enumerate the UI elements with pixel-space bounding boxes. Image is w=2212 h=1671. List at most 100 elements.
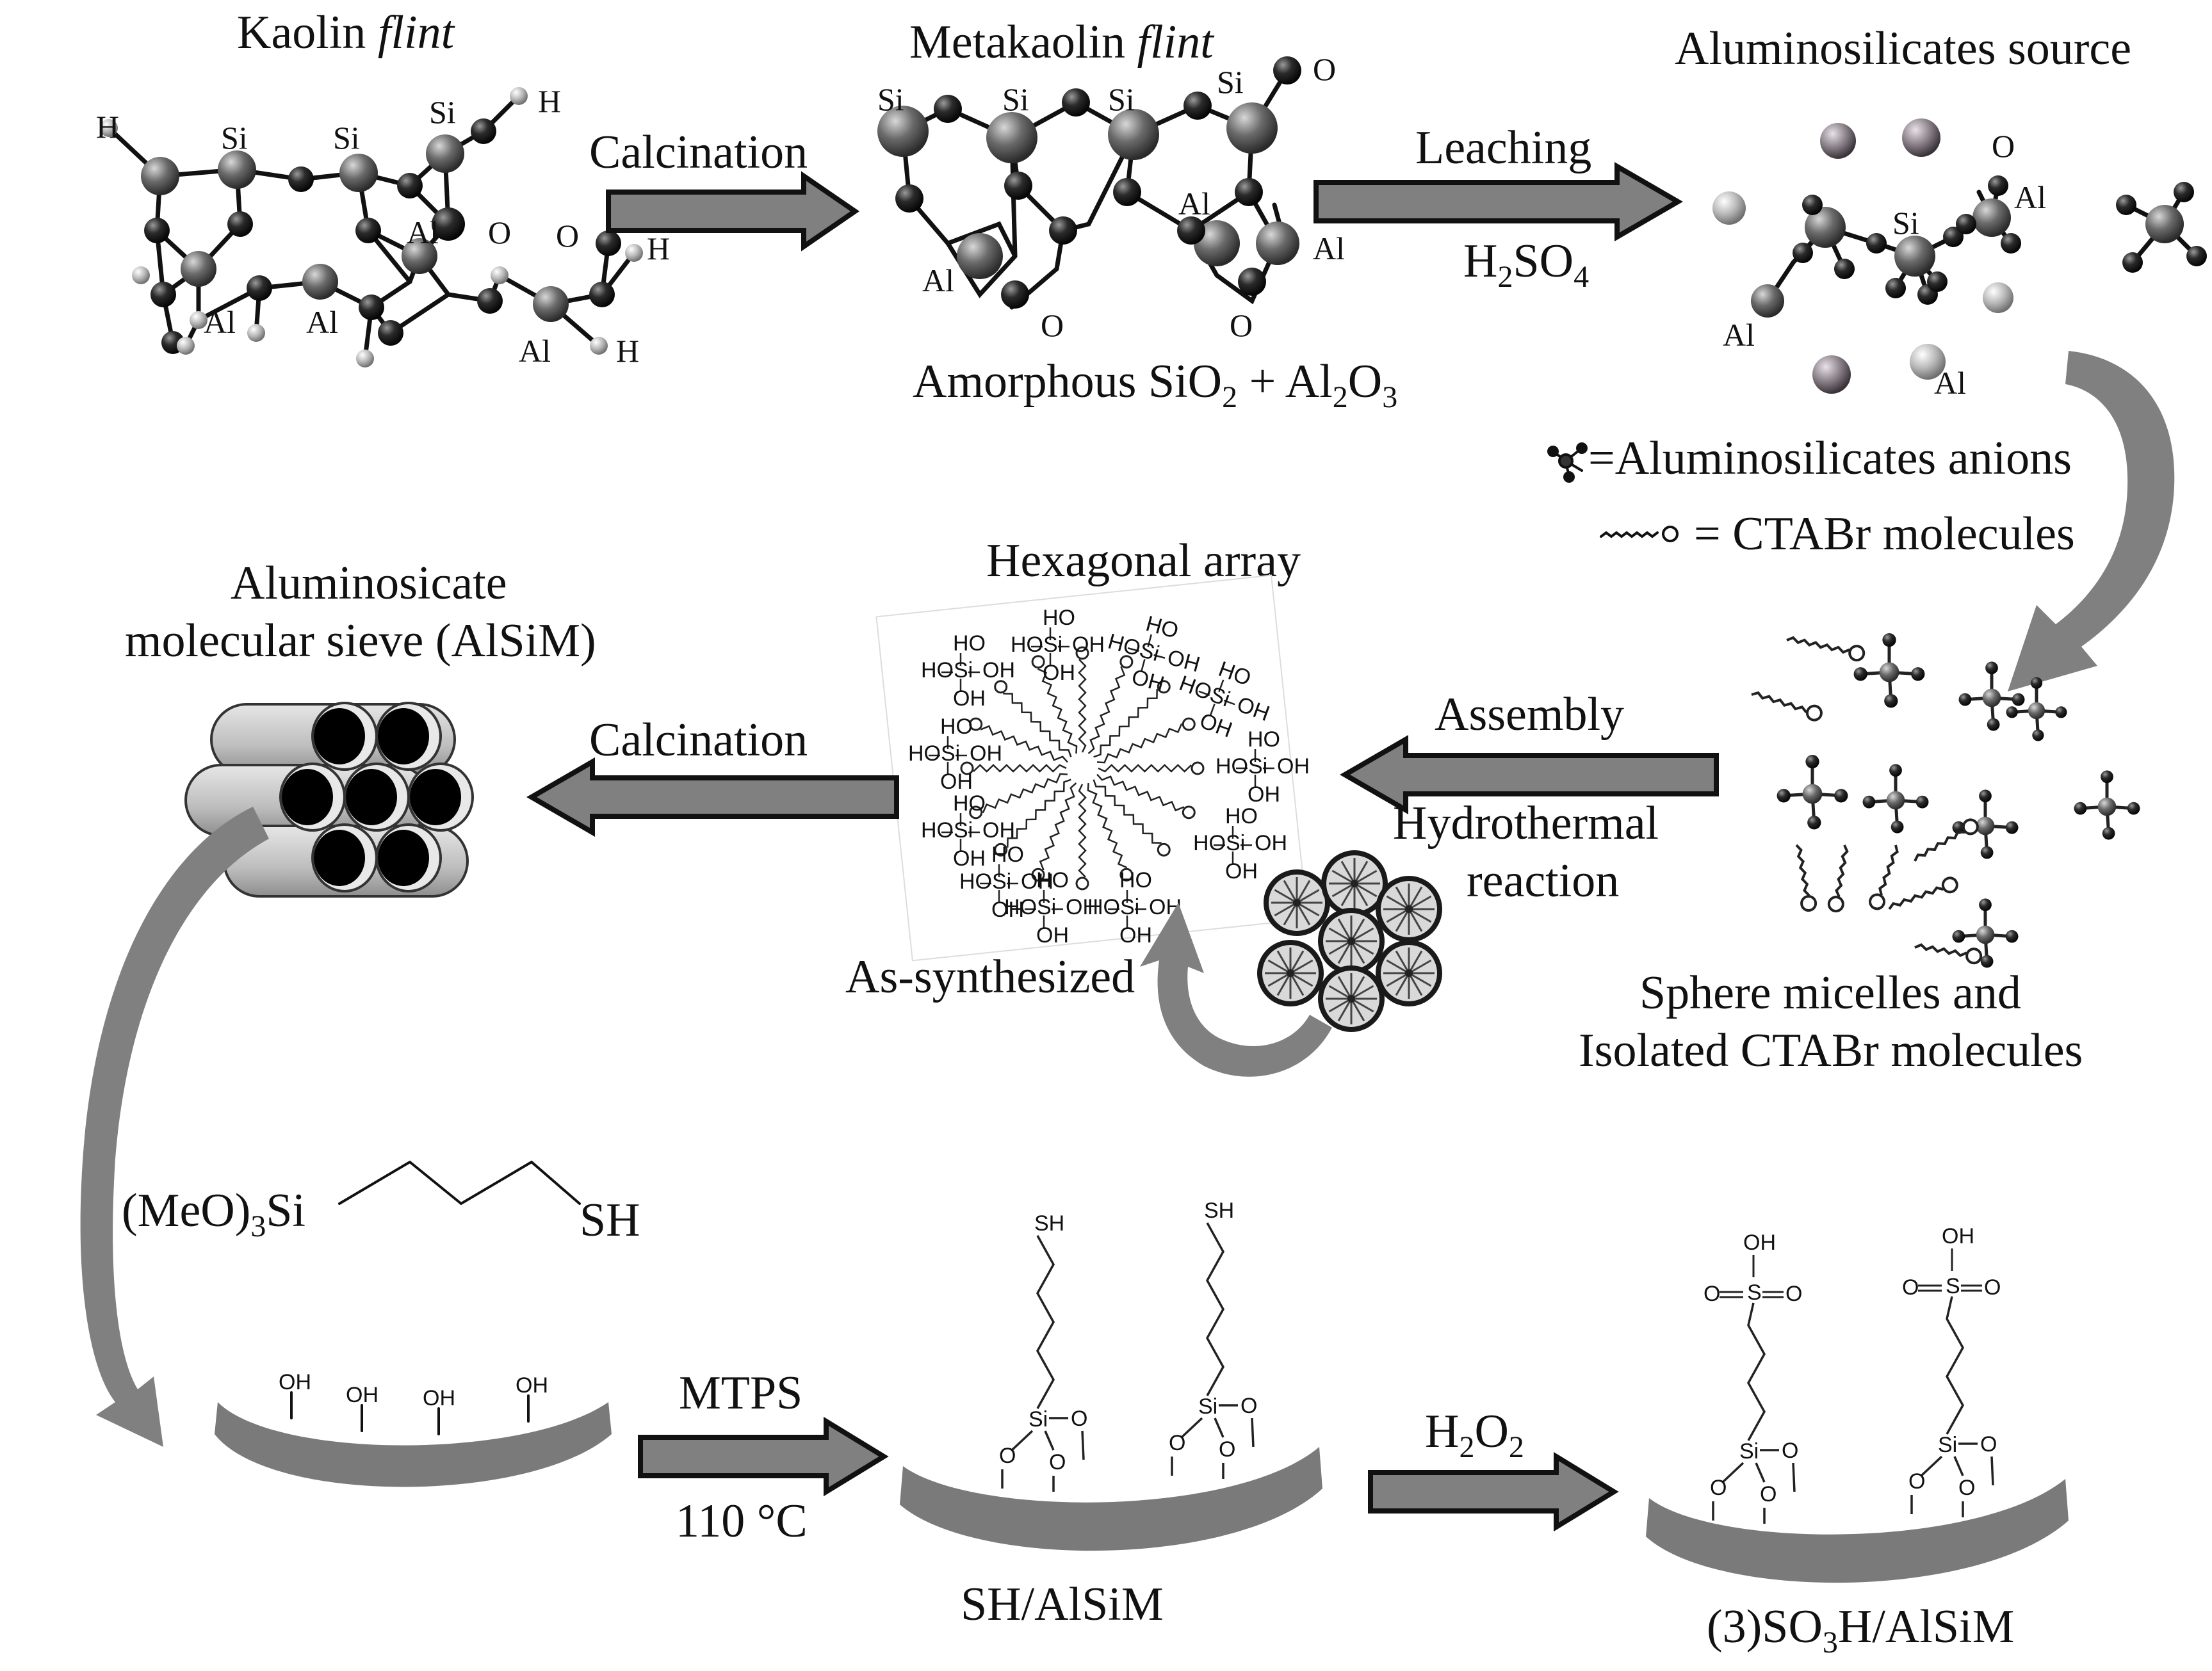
aluminosilicate-anion [2006,677,2067,741]
svg-text:O: O [1240,1394,1257,1418]
sieve-pore [343,763,410,832]
aluminosilicate-anion [1952,898,2019,968]
atom-label: Al [306,304,338,340]
arrow-calcination-mid [526,757,899,837]
ctabr-molecule [1914,818,1979,862]
oh-label: OH [423,1386,455,1410]
svg-text:O: O [1958,1476,1975,1500]
atom-label: O [1041,307,1064,343]
svg-text:OH: OH [1942,1224,1974,1248]
svg-text:OH: OH [1255,831,1287,855]
svg-text:Si: Si [941,741,960,766]
svg-text:HO: HO [1216,754,1248,779]
ctabr-molecule [1888,876,1958,910]
svg-text:OH: OH [1072,633,1105,657]
packed-micelles [1257,850,1442,1032]
svg-text:HO: HO [1087,895,1120,919]
atom-label: Al [407,214,439,250]
ctabr-molecule [1786,636,1866,662]
oh-label: OH [279,1370,311,1394]
atom-label: Al [2014,179,2046,215]
svg-text:HO: HO [1119,868,1152,892]
label-leaching: Leaching [1415,122,1591,174]
svg-text:Si: Si [992,869,1011,894]
curved-arrow-right [2008,351,2175,691]
mtps-structure: (MeO)3Si SH [122,1160,640,1247]
label-as-synthesized: As-synthesized [845,951,1135,1003]
arrow-leaching [1313,162,1683,241]
label-h2so4: H2SO4 [1463,235,1589,294]
svg-text:HO: HO [1043,606,1075,630]
packed-micelle [1264,869,1330,936]
atom-label: Si [1108,81,1135,117]
oh-label: OH [516,1373,548,1398]
svg-text:Si: Si [954,818,973,843]
label-hydrothermal-2: reaction [1467,855,1619,907]
atom-label: Al [1934,365,1966,401]
label-assembly: Assembly [1435,688,1624,741]
packed-micelle [1318,908,1385,974]
atom-label: Si [221,120,248,156]
svg-text:HO: HO [1036,868,1069,892]
svg-text:HO: HO [1011,633,1043,657]
ctabr-molecule [1827,844,1849,913]
svg-text:OH: OH [1277,754,1310,779]
svg-text:HO: HO [921,658,954,682]
ctabr-molecule [1914,943,1983,965]
packed-micelle [1376,876,1442,942]
atom-label: H [538,83,561,119]
svg-text:Si: Si [954,658,973,682]
label-so3h-alsim: (3)SO3H/AlSiM [1707,1601,2014,1659]
svg-text:S: S [1946,1274,1960,1298]
atom-label: O [488,214,511,250]
svg-text:OH: OH [1036,923,1069,948]
metakaolin-title: Metakaolin flint [909,16,1215,69]
svg-text:Si: Si [1037,895,1056,919]
svg-text:OH: OH [970,741,1002,766]
sieve-title-1: Aluminosicate [231,557,507,609]
atom-label: Si [333,120,360,156]
atom-label: Al [1178,186,1210,222]
packed-micelle [1318,965,1385,1032]
aluminosilicates-source-title: Aluminosilicates source [1675,22,2131,75]
atom-label: Si [877,81,904,117]
hexagonal-array-diagram: SiHOOHHOOHSiHOOHHOOHSiHOOHHOOHSiHOOHHOOH… [875,574,1310,962]
svg-text:OH: OH [982,658,1015,682]
curved-arrow-small [1140,903,1332,1077]
atom-label: Si [429,94,456,130]
svg-text:S: S [1747,1280,1762,1305]
atom-label: H [616,333,639,369]
svg-text:O: O [1902,1275,1919,1300]
svg-text:Si: Si [1198,1394,1217,1419]
legend-ctabr-icon [1600,526,1679,542]
label-h2o2: H2O2 [1425,1405,1524,1464]
svg-text:HO: HO [1004,895,1037,919]
svg-text:O: O [1908,1469,1925,1494]
sieve-pore [311,823,378,892]
ctabr-molecule [1751,691,1823,722]
legend-anion-icon [1547,442,1588,483]
svg-text:Si: Si [1938,1433,1957,1457]
sieve-pore [407,763,474,832]
svg-text:OH: OH [991,898,1024,922]
label-calcination-mid: Calcination [589,714,808,766]
aluminosilicate-anion [1862,764,1929,834]
svg-text:Si: Si [1248,754,1267,779]
svg-text:HO: HO [953,631,986,656]
svg-text:O: O [1785,1282,1802,1306]
svg-text:OH: OH [1043,661,1075,685]
svg-text:HO: HO [953,791,986,816]
svg-text:Si: Si [1226,831,1245,855]
label-sh-alsim: SH/AlSiM [961,1578,1164,1631]
